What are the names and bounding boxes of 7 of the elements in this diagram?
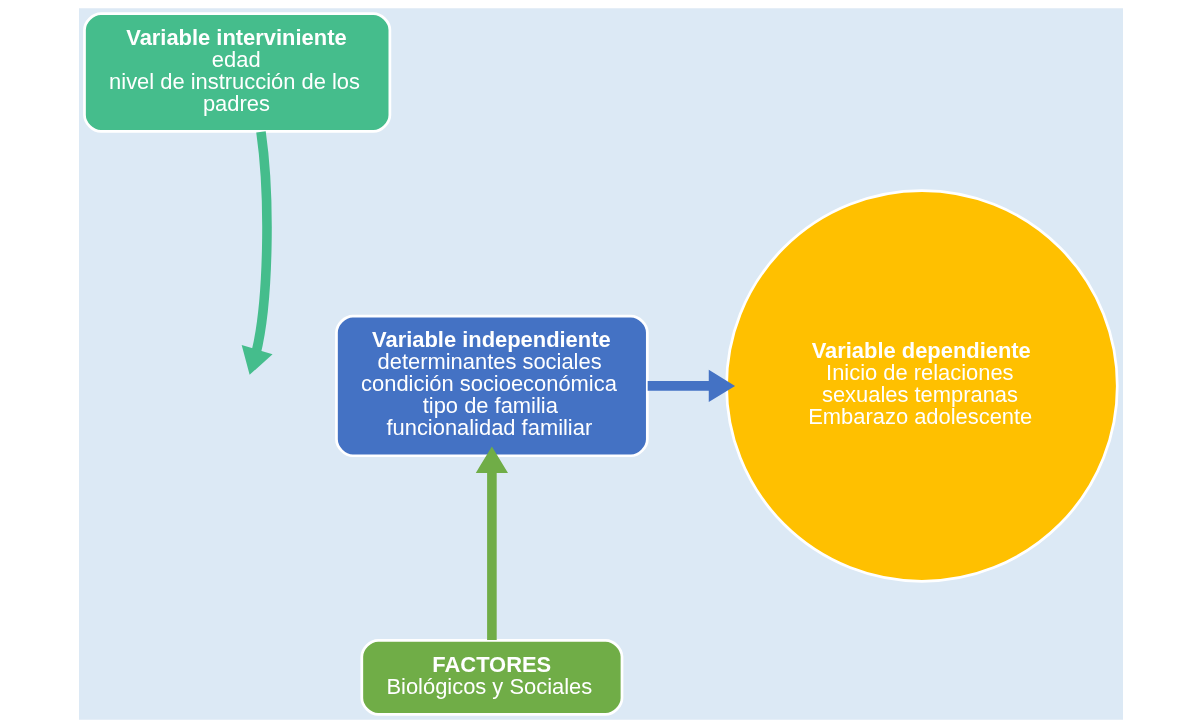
node-box: Variable interviniente edad nivel de instrucción de los padres — [82, 12, 391, 133]
arrow — [647, 369, 735, 403]
node-box: Variable independiente determinantes sociales condición socioeconómica tipo de familia funcionalidad familiar — [334, 314, 649, 458]
node-circle: Variable dependiente Inicio de relaciones sexuales tempranas Embarazo adolescente — [724, 189, 1119, 583]
arrow — [475, 446, 508, 640]
node-box: FACTORES Biológicos y Sociales — [359, 639, 623, 716]
arrow — [241, 131, 273, 375]
